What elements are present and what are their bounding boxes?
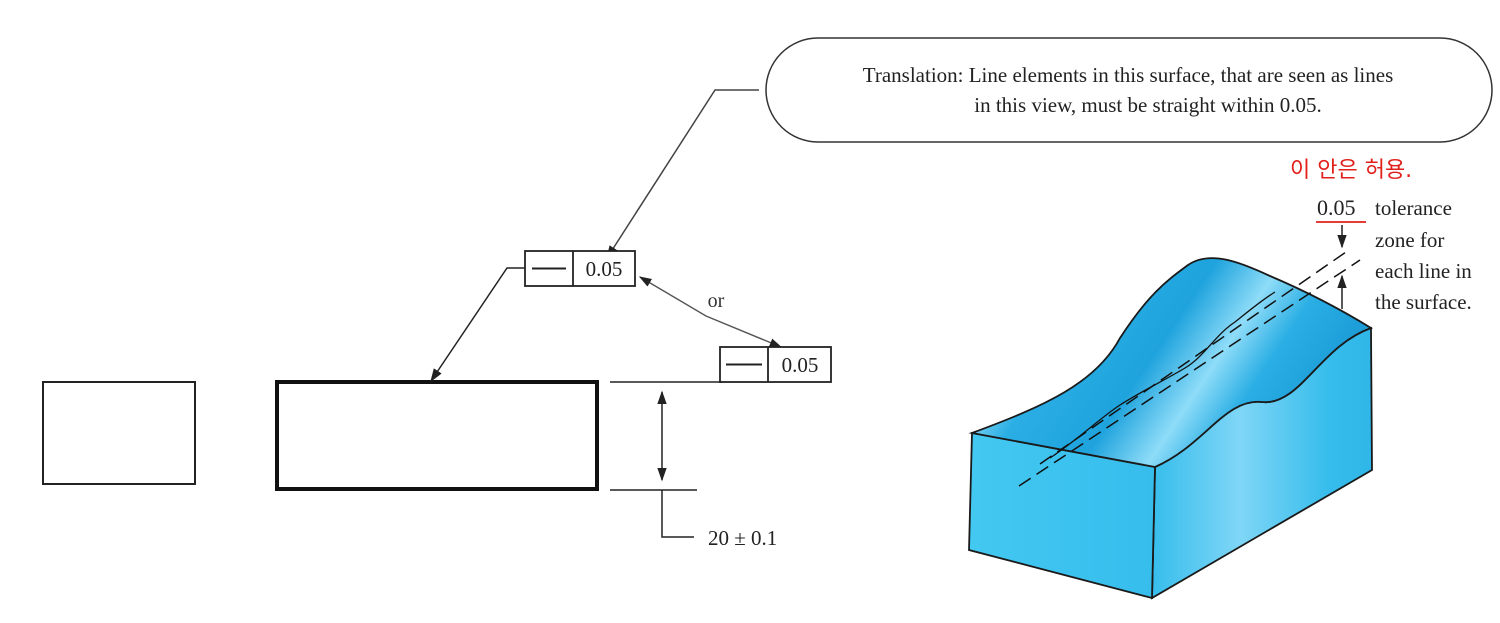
callout-bubble: [765, 37, 1493, 143]
callout-leader: [606, 89, 759, 260]
zone-label-2: zone for: [1375, 228, 1444, 252]
zone-label-3: each line in: [1375, 259, 1472, 283]
fcf-upper-value: 0.05: [586, 257, 623, 281]
callout-line-1: Translation: Line elements in this surfa…: [863, 63, 1394, 87]
fcf-lower-value: 0.05: [782, 353, 819, 377]
isometric-block: [968, 251, 1374, 600]
feature-control-frame-upper: 0.05: [430, 250, 636, 383]
or-connector: [638, 276, 783, 348]
korean-annotation: 이 안은 허용.: [1290, 158, 1412, 183]
front-view: [275, 380, 599, 491]
translation-callout: Translation: Line elements in this surfa…: [606, 37, 1493, 260]
side-view: [42, 381, 196, 485]
tolerance-zone-line-lower: [1018, 259, 1361, 487]
zone-label-4: the surface.: [1375, 290, 1472, 314]
fcf-upper-leader: [430, 267, 525, 383]
block-top-surface: [968, 257, 1374, 468]
callout-line-2: in this view, must be straight within 0.…: [974, 93, 1321, 117]
feature-control-frame-lower: 0.05: [719, 346, 832, 383]
or-label: or: [708, 290, 725, 312]
dimension-text: 20 ± 0.1: [708, 526, 777, 550]
surface-line-element: [1049, 291, 1276, 459]
tolerance-zone-callout: 이 안은 허용. 0.05 tolerance zone for each li…: [1290, 158, 1472, 314]
zone-value: 0.05: [1317, 195, 1356, 220]
zone-label-1: tolerance: [1375, 196, 1452, 220]
height-dimension: 20 ± 0.1: [610, 381, 777, 550]
